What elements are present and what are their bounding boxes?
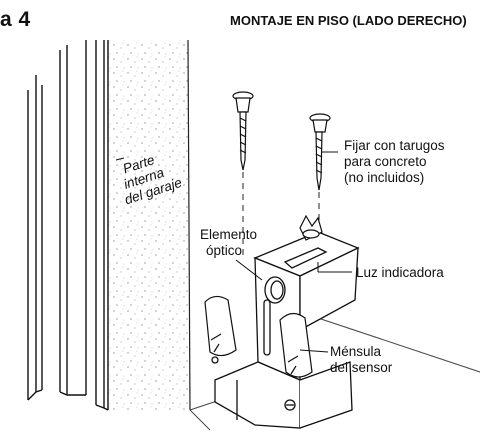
label-indicator-light: Luz indicadora	[356, 265, 444, 280]
bracket-clip-right	[279, 312, 313, 378]
label-screws-line-2: para concreto	[344, 154, 427, 169]
garage-wall-dash	[115, 157, 125, 161]
label-screws-line-3: (no incluidos)	[344, 170, 424, 185]
garage-wall	[108, 39, 191, 411]
concrete-screw-right	[309, 113, 331, 191]
label-sensor-bracket-line-1: Ménsula	[330, 344, 382, 359]
door-frame	[27, 40, 109, 411]
wing-nut	[299, 214, 323, 241]
label-optical-element-line-1: Elemento	[200, 227, 257, 242]
concrete-screw-left	[232, 91, 254, 171]
figure-title: MONTAJE EN PISO (LADO DERECHO)	[230, 13, 467, 28]
label-optical-element-line-2: óptico	[206, 243, 242, 258]
label-sensor-bracket-line-2: del sensor	[330, 360, 393, 375]
figure-number: a 4	[0, 8, 31, 31]
optical-element	[264, 276, 286, 304]
leader-lines	[235, 151, 352, 353]
label-screws-line-1: Fijar con tarugos	[344, 138, 445, 153]
bracket-clip-left	[204, 295, 237, 357]
